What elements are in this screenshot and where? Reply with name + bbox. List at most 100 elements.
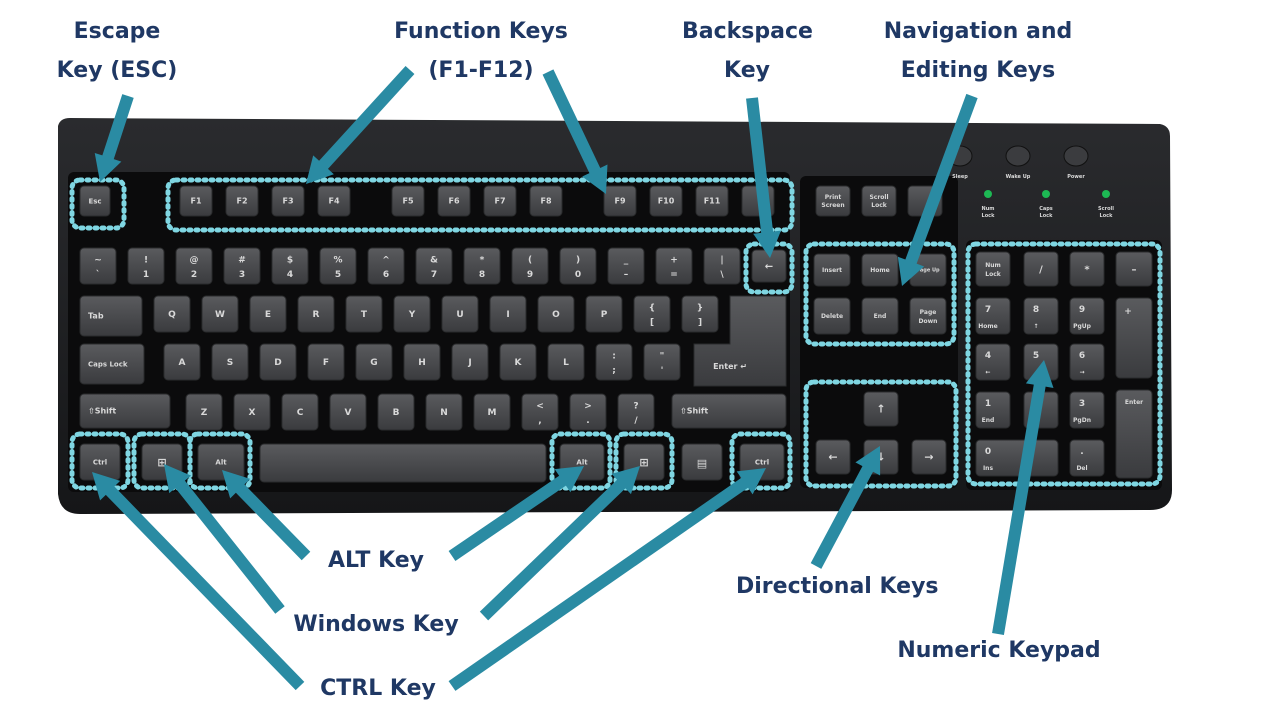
key-f3[interactable]: F3 xyxy=(271,185,305,217)
key-f1[interactable]: F1 xyxy=(179,185,213,217)
key-alt-left[interactable]: Alt xyxy=(197,443,245,481)
key-f10[interactable]: F10 xyxy=(649,185,683,217)
key-num-row-2[interactable]: @2 xyxy=(175,247,213,285)
key-period[interactable]: >. xyxy=(569,393,607,431)
key-num-row-0[interactable]: ~` xyxy=(79,247,117,285)
key-insert[interactable]: Insert xyxy=(813,253,851,287)
key-k[interactable]: K xyxy=(499,343,537,381)
key-f8[interactable]: F8 xyxy=(529,185,563,217)
key-caps-lock[interactable]: Caps Lock xyxy=(79,343,145,385)
key-menu[interactable]: ▤ xyxy=(681,443,723,481)
key-num-row-12[interactable]: += xyxy=(655,247,693,285)
key-f11[interactable]: F11 xyxy=(695,185,729,217)
key-kp-6[interactable]: 6→ xyxy=(1069,343,1105,381)
key-delete[interactable]: Delete xyxy=(813,297,851,335)
key-v[interactable]: V xyxy=(329,393,367,431)
key-i[interactable]: I xyxy=(489,295,527,333)
key-o[interactable]: O xyxy=(537,295,575,333)
key-kp-4[interactable]: 4← xyxy=(975,343,1011,381)
key-bracket-close[interactable]: }] xyxy=(681,295,719,333)
key-enter[interactable]: Enter ↵ xyxy=(693,295,787,387)
key-f9[interactable]: F9 xyxy=(603,185,637,217)
key-f7[interactable]: F7 xyxy=(483,185,517,217)
key-s[interactable]: S xyxy=(211,343,249,381)
key-tab[interactable]: Tab xyxy=(79,295,143,337)
key-kp-minus[interactable]: – xyxy=(1115,251,1153,287)
key-p[interactable]: P xyxy=(585,295,623,333)
key-kp-enter[interactable]: Enter xyxy=(1115,389,1153,479)
key-arrow-up[interactable]: ↑ xyxy=(863,391,899,427)
key-y[interactable]: Y xyxy=(393,295,431,333)
key-f2[interactable]: F2 xyxy=(225,185,259,217)
key-num-row-13[interactable]: |\ xyxy=(703,247,741,285)
key-l[interactable]: L xyxy=(547,343,585,381)
key-num-row-1[interactable]: !1 xyxy=(127,247,165,285)
key-c[interactable]: C xyxy=(281,393,319,431)
key-slash[interactable]: ?/ xyxy=(617,393,655,431)
key-num-row-7[interactable]: &7 xyxy=(415,247,453,285)
key-tab-cap xyxy=(79,295,143,337)
key-n[interactable]: N xyxy=(425,393,463,431)
key-f4[interactable]: F4 xyxy=(317,185,351,217)
key-d[interactable]: D xyxy=(259,343,297,381)
key-num-row-4[interactable]: $4 xyxy=(271,247,309,285)
key-num-lock-cap xyxy=(975,251,1011,287)
key-semicolon[interactable]: :; xyxy=(595,343,633,381)
key-num-row-8[interactable]: *8 xyxy=(463,247,501,285)
key-f6[interactable]: F6 xyxy=(437,185,471,217)
key-e[interactable]: E xyxy=(249,295,287,333)
key-num-row-9[interactable]: (9 xyxy=(511,247,549,285)
key-end[interactable]: End xyxy=(861,297,899,335)
key-w[interactable]: W xyxy=(201,295,239,333)
key-f5[interactable]: F5 xyxy=(391,185,425,217)
key-num-row-6[interactable]: ^6 xyxy=(367,247,405,285)
key-num-row-7-cap xyxy=(415,247,453,285)
power-button[interactable]: Power xyxy=(1063,145,1089,180)
key-esc[interactable]: Esc xyxy=(79,185,111,217)
key-h[interactable]: H xyxy=(403,343,441,381)
key-ctrl-left[interactable]: Ctrl xyxy=(79,443,121,481)
key-t[interactable]: T xyxy=(345,295,383,333)
key-quote[interactable]: "' xyxy=(643,343,681,381)
key-kp-multiply[interactable]: * xyxy=(1069,251,1105,287)
key-q[interactable]: Q xyxy=(153,295,191,333)
key-num-row-3[interactable]: #3 xyxy=(223,247,261,285)
key-j[interactable]: J xyxy=(451,343,489,381)
key-g[interactable]: G xyxy=(355,343,393,381)
key-spacebar[interactable] xyxy=(259,443,547,483)
key-shift-right[interactable]: ⇧Shift xyxy=(671,393,787,429)
key-home[interactable]: Home xyxy=(861,253,899,287)
key-comma[interactable]: <, xyxy=(521,393,559,431)
key-u[interactable]: U xyxy=(441,295,479,333)
key-bracket-open[interactable]: {[ xyxy=(633,295,671,333)
key-arrow-left[interactable]: ← xyxy=(815,439,851,475)
key-f-cap xyxy=(307,343,345,381)
key-num-row-11[interactable]: _– xyxy=(607,247,645,285)
key-m[interactable]: M xyxy=(473,393,511,431)
key-z[interactable]: Z xyxy=(185,393,223,431)
key-shift-left[interactable]: ⇧Shift xyxy=(79,393,171,429)
key-kp-divide[interactable]: / xyxy=(1023,251,1059,287)
key-arrow-right[interactable]: → xyxy=(911,439,947,475)
key-kp-plus[interactable]: + xyxy=(1115,297,1153,379)
key-num-row-10[interactable]: )0 xyxy=(559,247,597,285)
key-num-row-5[interactable]: %5 xyxy=(319,247,357,285)
key-x[interactable]: X xyxy=(233,393,271,431)
wake-up-button[interactable]: Wake Up xyxy=(1005,145,1031,180)
key-kp-dot[interactable]: .Del xyxy=(1069,439,1105,477)
key-a[interactable]: A xyxy=(163,343,201,381)
key-r[interactable]: R xyxy=(297,295,335,333)
key-num-lock-legend-2: Lock xyxy=(985,271,1002,278)
key-f[interactable]: F xyxy=(307,343,345,381)
key-b[interactable]: B xyxy=(377,393,415,431)
key-kp-8[interactable]: 8↑ xyxy=(1023,297,1059,335)
